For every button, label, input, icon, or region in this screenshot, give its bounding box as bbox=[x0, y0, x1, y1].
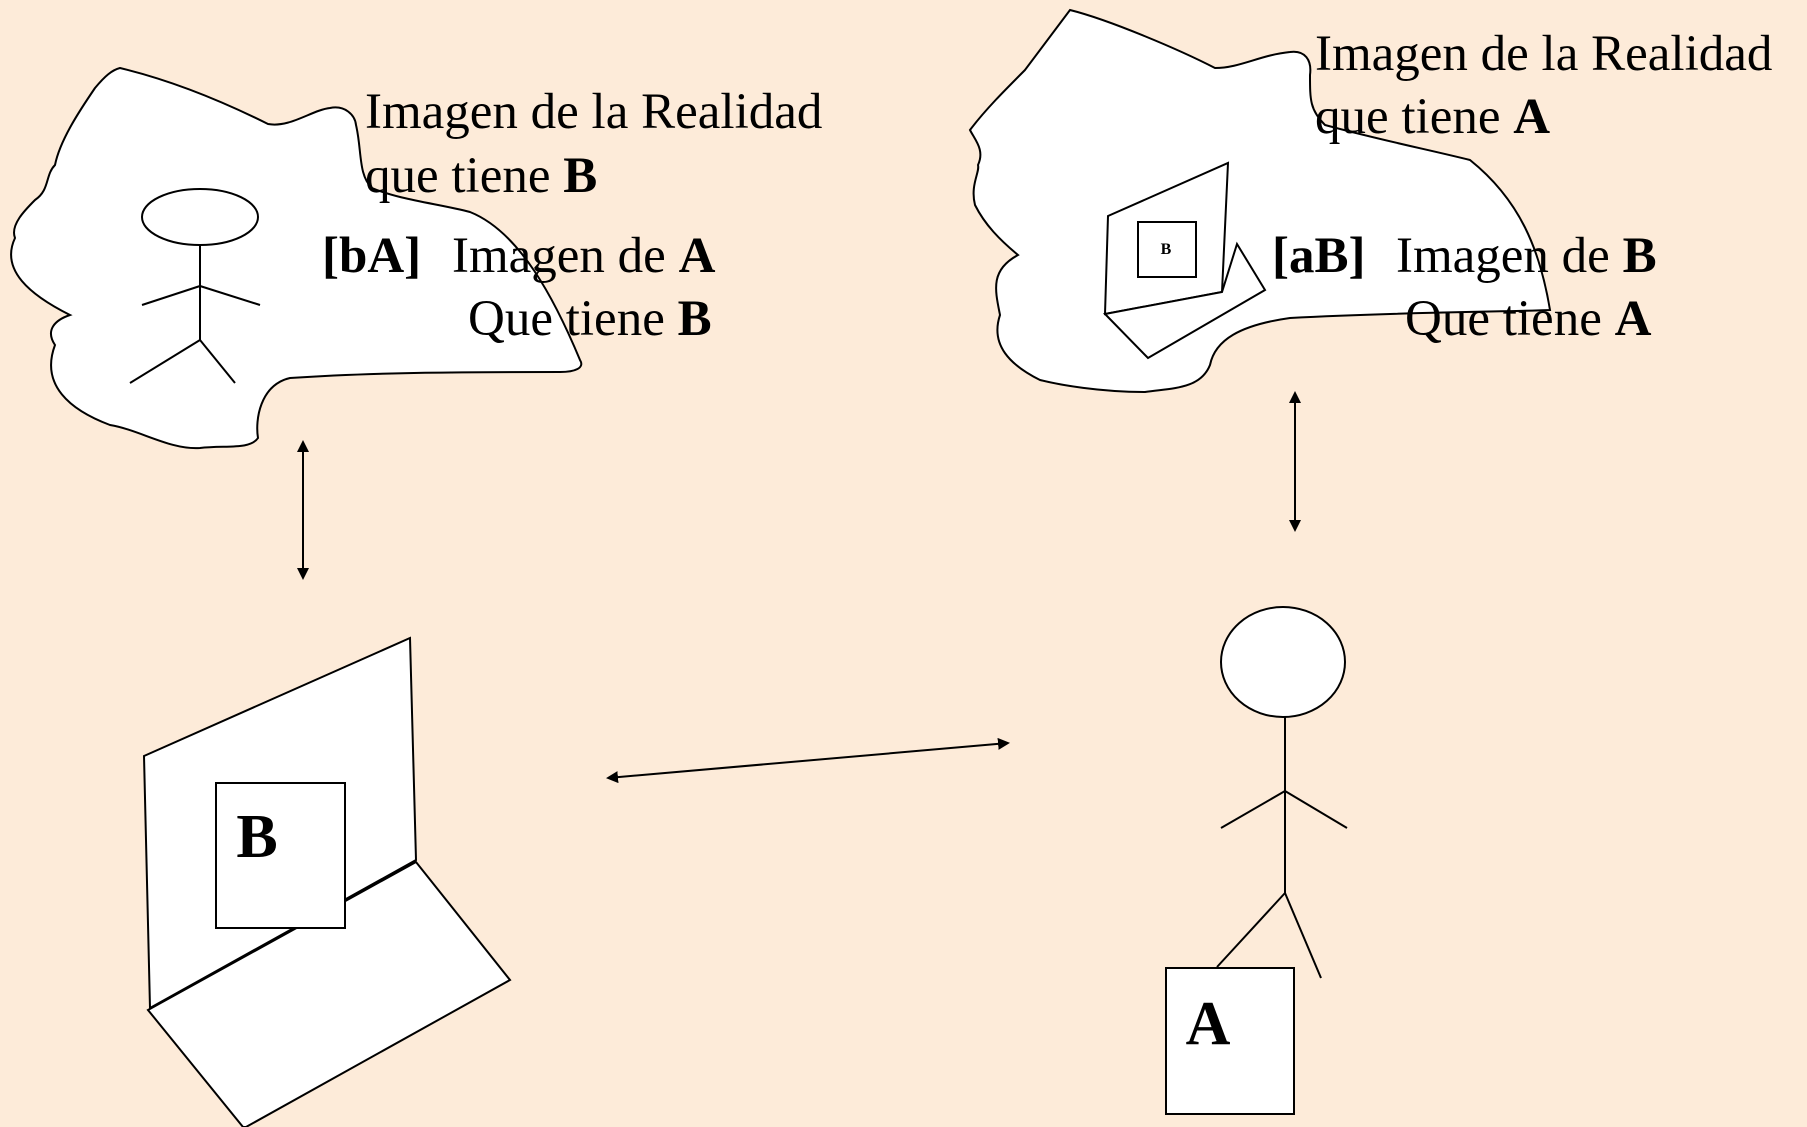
right-cloud-subtitle: que tiene A bbox=[1315, 89, 1550, 145]
left-cloud-tag: [bA] bbox=[322, 228, 421, 284]
left-cloud-subtitle: que tiene B bbox=[365, 148, 597, 204]
left-cloud-shape bbox=[10, 66, 583, 450]
left-cloud-caption-line1: Imagen de A bbox=[452, 228, 716, 284]
left-cloud-title: Imagen de la Realidad bbox=[365, 84, 822, 140]
laptop-icon: B bbox=[142, 636, 512, 1127]
left-cloud-caption-line2: Que tiene B bbox=[468, 291, 712, 347]
horizontal-double-arrow bbox=[606, 737, 1010, 784]
right-cloud-title: Imagen de la Realidad bbox=[1315, 26, 1772, 82]
right-cloud-tag: [aB] bbox=[1272, 228, 1365, 284]
person-label: A bbox=[1186, 990, 1231, 1058]
laptop-screen-label: B bbox=[236, 803, 277, 871]
right-cloud-caption-line2: Que tiene A bbox=[1405, 291, 1652, 347]
person-icon: A bbox=[1165, 606, 1348, 1115]
right-reality-cloud: B Imagen de la Realidad que tiene A [aB]… bbox=[968, 8, 1772, 394]
mini-laptop-icon: B bbox=[1102, 161, 1267, 360]
mini-laptop-label: B bbox=[1161, 241, 1172, 258]
right-cloud-caption-line1: Imagen de B bbox=[1396, 228, 1657, 284]
stick-figure-icon bbox=[129, 188, 261, 384]
left-reality-cloud: Imagen de la Realidad que tiene B [bA] I… bbox=[10, 66, 822, 450]
